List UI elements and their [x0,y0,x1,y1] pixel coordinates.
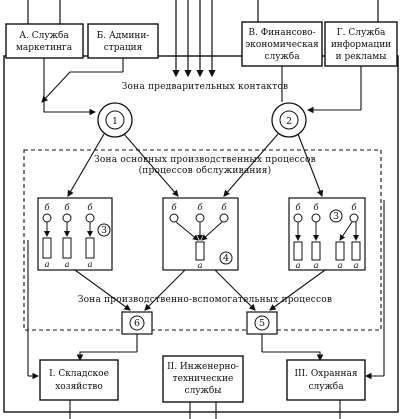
box-administration-line-2: страция [104,43,143,53]
box-info-line-2: информации [331,40,391,50]
box-info-line-1: Г. Служба [337,27,386,38]
workstation-group-right: б б б 3 а а а а [288,197,366,271]
box-info-line-3: и рекламы [336,52,387,62]
box-engineering-line-3: службы [185,385,222,396]
zone-main-label-line-1: Зона основных производственных процессов [94,155,316,165]
box-security-line-2: служба [308,381,344,392]
ws-center-a: а [197,261,202,271]
marker-2: 2 [271,102,307,138]
ws-center-b3: б [221,202,227,213]
ws-right-a2: а [313,261,318,271]
ws-left-a1: а [44,260,49,270]
ws-right-b1: б [295,202,301,213]
box-warehouse-line-2: хозяйство [55,382,103,392]
bottom-exit-lines [69,400,341,419]
box-finance-line-3: служба [264,51,300,62]
ws-left-a3: а [87,260,92,270]
marker-3-left-label: 3 [101,225,107,236]
box-engineering: II. Инженерно- технические службы [162,355,244,403]
ws-right-a4: а [353,261,358,271]
zone-main-label-line-2: (процессов обслуживания) [139,165,272,176]
box-engineering-line-2: технические [173,374,234,384]
top-entry-lines [27,0,379,78]
ws-right-b3: б [351,202,357,213]
marker-5-label: 5 [259,318,265,329]
bottom-connectors [27,200,385,380]
box-marketing: А. Служба маркетинга [5,23,84,59]
ws-right-b2: б [313,202,319,213]
box-info-advertising: Г. Служба информации и рекламы [324,21,398,67]
ws-left-a2: а [64,260,69,270]
ws-right-a1: а [295,261,300,271]
box-marketing-line-1: А. Служба [19,30,69,41]
box-administration: Б. Админи- страция [87,23,159,59]
zone-preliminary-label: Зона предварительных контактов [122,82,289,92]
ws-left-b3: б [87,202,93,213]
box-security: III. Охранная служба [286,359,366,401]
box-administration-line-1: Б. Админи- [97,31,150,41]
ws-center-b2: б [197,202,203,213]
box-finance-line-2: экономическая [245,40,319,50]
box-marketing-line-2: маркетинга [16,43,73,53]
box-finance-line-1: В. Финансово- [248,28,315,38]
marker-3-right-label: 3 [333,211,339,222]
circle-connectors [67,133,324,198]
aux-connectors [74,269,326,311]
box-warehouse: I. Складское хозяйство [39,359,119,401]
marker-6: 6 [121,311,153,335]
ws-left-b2: б [64,202,70,213]
ws-center-b1: б [171,202,177,213]
marker-1-label: 1 [112,116,118,127]
marker-2-label: 2 [286,116,292,127]
outer-frame [3,55,399,413]
marker-6-label: 6 [134,318,140,329]
marker-5: 5 [246,311,278,335]
marker-4-label: 4 [223,253,229,264]
box-warehouse-line-1: I. Складское [49,369,109,379]
ws-left-b1: б [44,202,50,213]
box-finance: В. Финансово- экономическая служба [241,21,323,67]
marker-1: 1 [97,102,133,138]
zone-main-border [23,149,382,331]
workstation-group-left: б б б а а а 3 [37,197,113,271]
ws-right-a3: а [337,261,342,271]
box-security-line-1: III. Охранная [294,369,357,379]
workstation-group-center: б б б а 4 [162,197,239,271]
box-engineering-line-1: II. Инженерно- [167,362,239,372]
zone-auxiliary-label: Зона производственно-вспомогательных про… [78,295,332,305]
top-box-connectors [41,58,362,116]
